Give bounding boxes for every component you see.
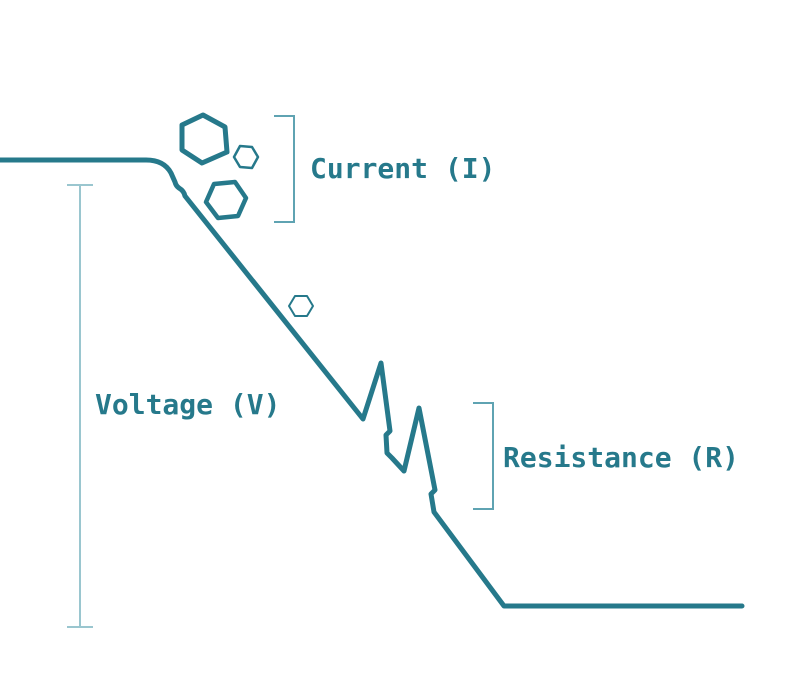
hexagon-rock-small bbox=[232, 144, 260, 170]
resistance-bracket bbox=[473, 402, 494, 510]
slope-path bbox=[0, 157, 745, 609]
voltage-label: Voltage (V) bbox=[95, 388, 280, 421]
resistance-label: Resistance (R) bbox=[503, 441, 739, 474]
current-bracket bbox=[274, 115, 295, 223]
hexagon-rock-tiny bbox=[288, 295, 314, 317]
voltage-measure-line bbox=[67, 184, 93, 628]
hexagon-rock-large bbox=[179, 112, 230, 166]
current-label: Current (I) bbox=[310, 152, 495, 185]
hexagon-rock-medium bbox=[203, 179, 249, 221]
